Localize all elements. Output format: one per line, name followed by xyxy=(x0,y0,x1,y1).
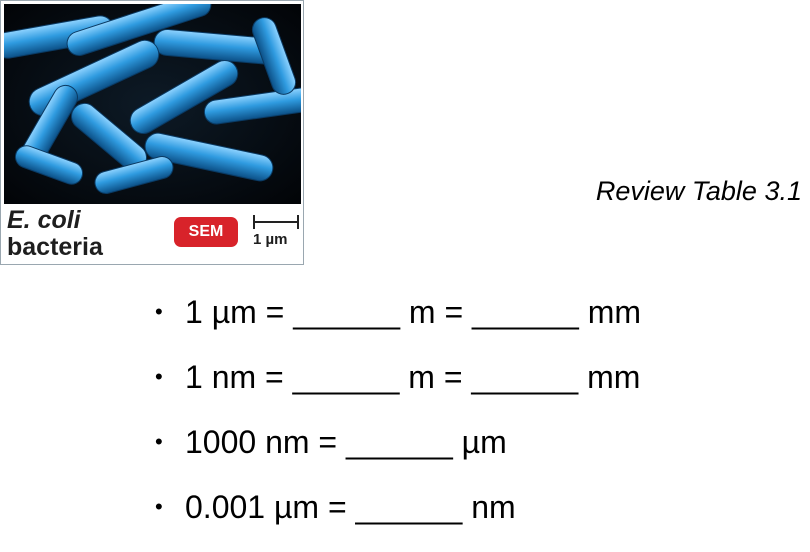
scale-bar-line xyxy=(253,221,299,223)
bullet-icon: • xyxy=(155,494,163,519)
scale-label: 1 µm xyxy=(253,231,288,248)
organism-kind-label: bacteria xyxy=(7,233,103,261)
ecoli-figure: E. coli bacteria SEM 1 µm xyxy=(0,0,304,265)
question-text: 0.001 µm = ______ nm xyxy=(185,489,516,525)
bullet-icon: • xyxy=(155,429,163,454)
list-item: • 1 µm = ______ m = ______ mm xyxy=(155,292,641,332)
figure-caption: E. coli bacteria xyxy=(7,207,157,261)
conversion-question-list: • 1 µm = ______ m = ______ mm • 1 nm = _… xyxy=(155,292,641,552)
sem-micrograph-image xyxy=(4,4,301,204)
question-text: 1 µm = ______ m = ______ mm xyxy=(185,294,642,330)
scale-bar xyxy=(253,215,299,229)
species-label: E. coli xyxy=(7,206,81,234)
list-item: • 1000 nm = ______ µm xyxy=(155,422,641,462)
question-text: 1000 nm = ______ µm xyxy=(185,424,507,460)
sem-badge: SEM xyxy=(174,217,238,247)
scale-bar-tick-left xyxy=(253,215,255,229)
list-item: • 1 nm = ______ m = ______ mm xyxy=(155,357,641,397)
bullet-icon: • xyxy=(155,364,163,389)
question-text: 1 nm = ______ m = ______ mm xyxy=(185,359,641,395)
bullet-icon: • xyxy=(155,299,163,324)
scale-bar-tick-right xyxy=(297,215,299,229)
review-table-label: Review Table 3.1 xyxy=(595,176,802,206)
list-item: • 0.001 µm = ______ nm xyxy=(155,487,641,527)
